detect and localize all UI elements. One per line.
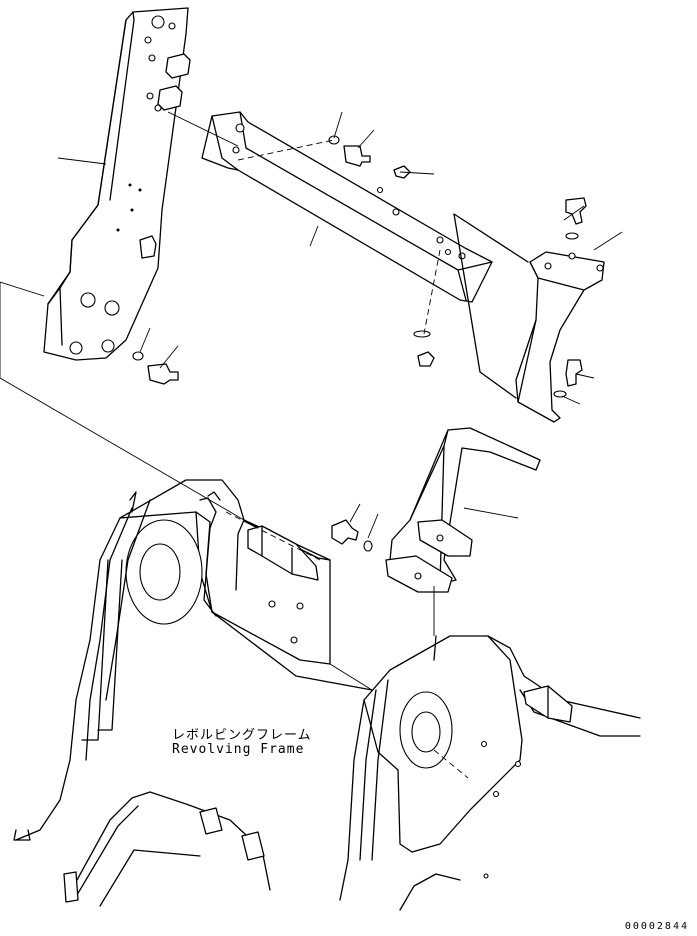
diagonal-beam [201, 111, 493, 303]
figure-number: 00002844 [624, 921, 689, 932]
frame-label-japanese: レボルビングフレーム [172, 728, 312, 743]
lower-bracket [385, 427, 541, 593]
upper-right-bracket [453, 213, 605, 423]
hardware-bolts [132, 135, 587, 552]
leader-lines [0, 111, 623, 779]
left-vertical-plate [43, 7, 191, 361]
revolving-frame [13, 479, 641, 911]
frame-label-english: Revolving Frame [172, 742, 305, 757]
